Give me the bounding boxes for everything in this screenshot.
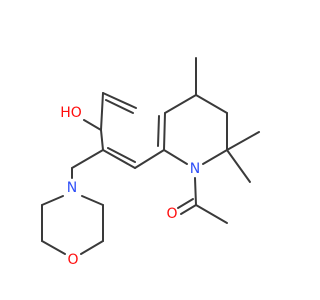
bond-c7-c8 — [102, 149, 136, 169]
hydroxyl-label: HO — [60, 105, 82, 121]
bond-c6-oh — [83, 119, 102, 131]
bond-carbonyl-co-1 — [180, 204, 197, 215]
bond-n1-c8a — [163, 149, 188, 165]
bond-c2-n1 — [202, 149, 228, 165]
bond-c8-c8a — [134, 149, 165, 169]
bond-aromatic-inner-1 — [105, 99, 134, 114]
bond-c4-c3 — [195, 94, 228, 114]
atom-labels: HO N O N O — [60, 105, 200, 268]
morpholine-nitrogen-label: N — [67, 180, 77, 196]
bond-c4a-c4 — [164, 94, 197, 114]
carbonyl-oxygen-label: O — [166, 206, 177, 222]
chemical-structure: HO N O N O — [41, 57, 260, 268]
bond-c2-methyl-b — [226, 149, 251, 183]
bond-c8a-c4a — [163, 112, 166, 151]
bond-c5-c6 — [100, 92, 104, 131]
bonds — [41, 57, 260, 255]
bond-aromatic-inner-3 — [157, 115, 160, 147]
morpholine-oxygen-label: O — [67, 252, 78, 268]
bond-carbonyl-co-2 — [177, 198, 194, 209]
bond-morph-o-c3 — [80, 240, 104, 255]
ring-nitrogen-label: N — [190, 161, 200, 177]
bond-n1-carbonyl — [194, 177, 197, 206]
bond-morph-c2-o — [41, 240, 66, 255]
bond-c7-ch2 — [71, 149, 104, 169]
bond-carbonyl-methyl — [195, 204, 228, 224]
bond-c6-c7 — [100, 129, 104, 151]
bond-aromatic-inner-2 — [107, 147, 136, 163]
bond-c4a-c5 — [102, 92, 137, 109]
bond-morph-n-c1 — [41, 195, 64, 206]
bond-c2-methyl-a — [226, 131, 260, 151]
bond-morph-c4-n — [81, 195, 104, 206]
